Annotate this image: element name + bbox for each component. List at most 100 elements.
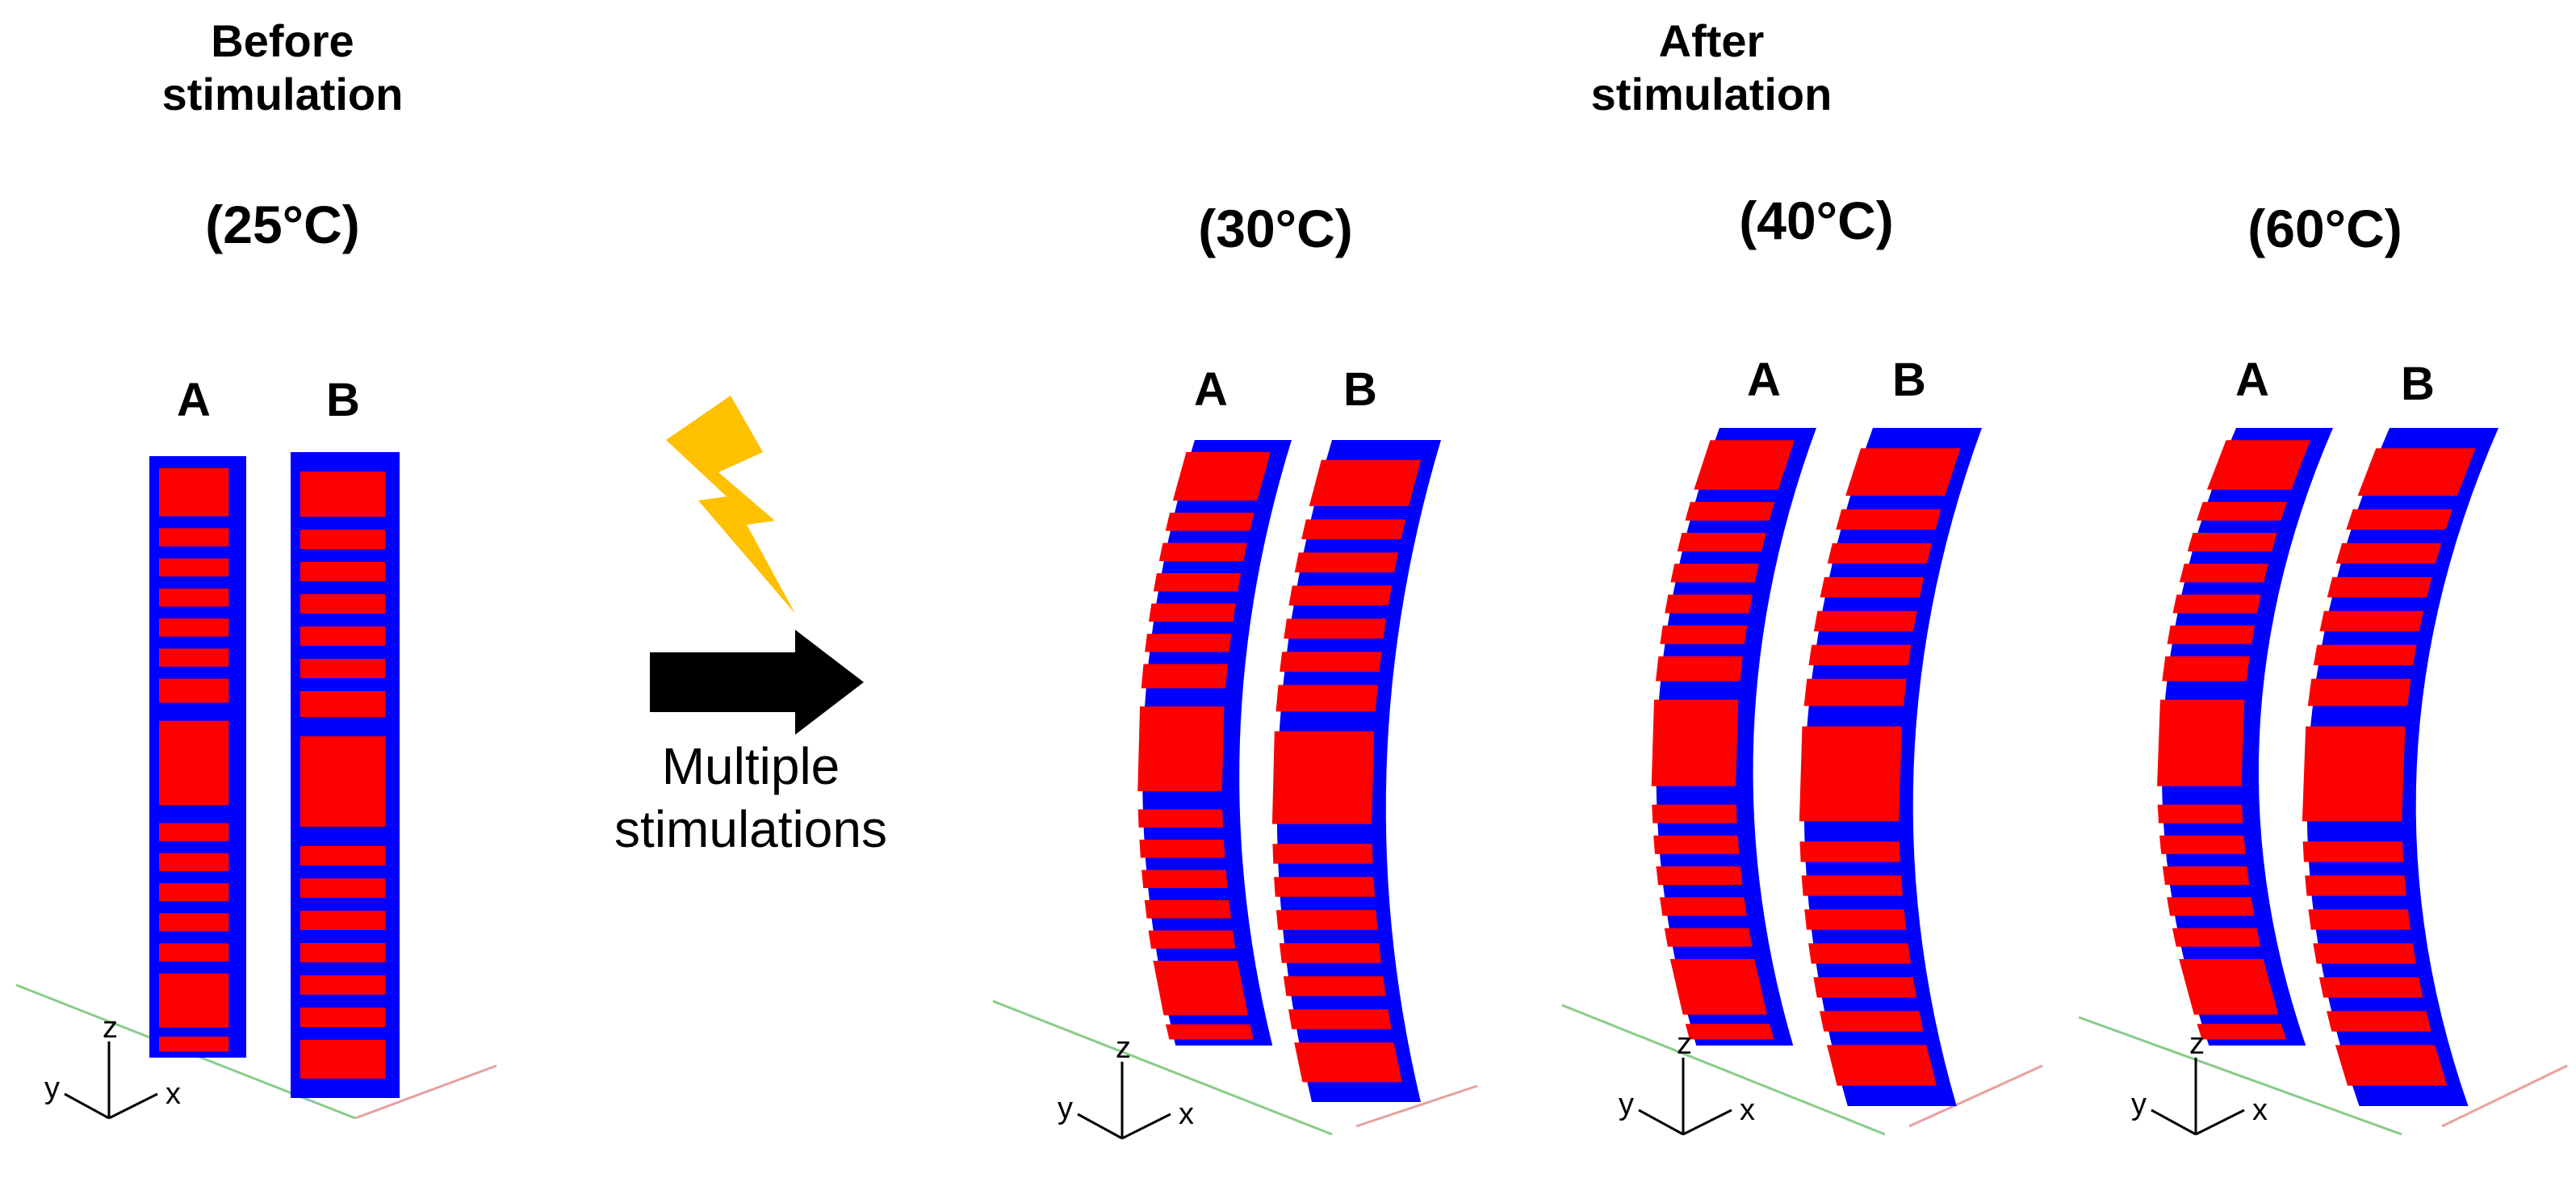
beam-segment — [1166, 1024, 1254, 1040]
beam-segment — [300, 594, 386, 614]
beam-A — [2157, 428, 2333, 1046]
beam-segment — [2172, 928, 2261, 947]
axis-triad: zxy — [1058, 1031, 1194, 1140]
x-axis-label: x — [165, 1077, 181, 1111]
beam-segment — [2327, 576, 2432, 597]
ground-x-line — [354, 1064, 497, 1120]
beam-segment — [159, 588, 229, 607]
beam-segment — [300, 975, 386, 995]
x-axis-line — [1121, 1113, 1171, 1140]
beam-segment — [1145, 634, 1232, 652]
beam-segment — [2357, 448, 2476, 496]
beam-segment — [1801, 875, 1903, 896]
x-axis-line — [108, 1092, 158, 1120]
beam-label-A: A — [1194, 363, 1228, 416]
beam-segment — [1685, 1024, 1774, 1040]
beam-segment — [1283, 976, 1386, 996]
beam-segment — [1137, 706, 1225, 791]
x-axis-label: x — [2252, 1093, 2268, 1127]
beam-segment — [159, 467, 229, 517]
ground-y-line — [2078, 1016, 2402, 1136]
beam-segment — [1279, 943, 1382, 963]
beam-segment — [1820, 1011, 1924, 1032]
temperature-label-25: (25°C) — [205, 195, 360, 254]
beam-segment — [1799, 841, 1900, 862]
beam-segment — [300, 471, 386, 517]
beam-segment — [1827, 543, 1933, 564]
beam-segment — [300, 943, 386, 962]
beam-segment — [159, 558, 229, 576]
beam-segment — [1652, 804, 1737, 823]
beam-segment — [1653, 835, 1740, 854]
beam-A — [1651, 428, 1816, 1046]
beam-segment — [2318, 977, 2423, 998]
beam-segment — [159, 913, 229, 932]
ground-x-line — [1355, 1084, 1478, 1128]
temperature-label-40: (40°C) — [1739, 191, 1894, 250]
beam-segment — [1808, 943, 1911, 964]
beam-B — [1271, 440, 1441, 1102]
beam-label-B: B — [1343, 363, 1377, 416]
beam-label-B: B — [326, 374, 360, 426]
beam-segment — [1820, 576, 1925, 597]
after-title-line-2: stimulation — [1590, 69, 1833, 119]
beam-segment — [1804, 909, 1907, 930]
after-stimulation-title: After stimulation — [1574, 15, 1849, 121]
after-title-line-1: After — [1658, 15, 1765, 66]
y-axis-line — [2151, 1108, 2197, 1136]
beam-segment — [2157, 804, 2243, 823]
beam-segment — [1808, 644, 1912, 665]
beam-segment — [1137, 809, 1224, 828]
beam-segment — [1274, 877, 1375, 897]
x-axis-line — [1682, 1108, 1732, 1136]
beam-segment — [1677, 533, 1766, 551]
beam-segment — [2162, 866, 2250, 886]
beam-segment — [1144, 900, 1231, 919]
before-stimulation-title: Before stimulation — [145, 15, 420, 121]
beam-segment — [159, 648, 229, 667]
beam-segment — [1309, 459, 1422, 506]
z-axis-label: z — [1677, 1027, 1692, 1061]
beam-label-A: A — [1747, 354, 1781, 406]
beam-segment — [159, 823, 229, 841]
multiple-stimulations-label: Multiple stimulations — [565, 735, 936, 861]
beam-segment — [2327, 1011, 2431, 1032]
beam-segment — [159, 853, 229, 872]
beam-segment — [159, 678, 229, 703]
beam-segment — [2346, 509, 2452, 530]
beam-segment — [159, 943, 229, 962]
beam-segment — [159, 973, 229, 1028]
beam-segment — [1288, 585, 1393, 606]
beam-segment — [1813, 610, 1917, 631]
y-axis-label: y — [1058, 1092, 1073, 1125]
beam-segment — [2335, 543, 2442, 564]
beam-segment — [300, 659, 386, 678]
y-axis-line — [1638, 1108, 1684, 1136]
beam-segment — [300, 1008, 386, 1027]
beam-segment — [2206, 440, 2310, 490]
beam-segment — [1836, 509, 1941, 530]
beam-segment — [2179, 564, 2269, 583]
beam-segment — [2305, 875, 2406, 896]
beam-segment — [1660, 625, 1748, 644]
beam-segment — [1141, 870, 1228, 888]
beam-segment — [1694, 440, 1795, 490]
beam-segment — [300, 736, 386, 827]
before-title-line-1: Before — [211, 15, 354, 66]
beam-segment — [300, 562, 386, 581]
beam-segment — [1275, 685, 1378, 712]
beam-segment — [1845, 448, 1961, 496]
beam-segment — [1685, 501, 1775, 521]
beam-segment — [1813, 977, 1917, 998]
beam-segment — [2159, 835, 2246, 854]
beam-segment — [1148, 603, 1236, 622]
beam-segment — [1141, 664, 1228, 689]
beam-segment — [1669, 958, 1768, 1015]
y-axis-line — [64, 1092, 110, 1120]
beam-segment — [1656, 656, 1743, 681]
beam-segment — [2313, 644, 2417, 665]
